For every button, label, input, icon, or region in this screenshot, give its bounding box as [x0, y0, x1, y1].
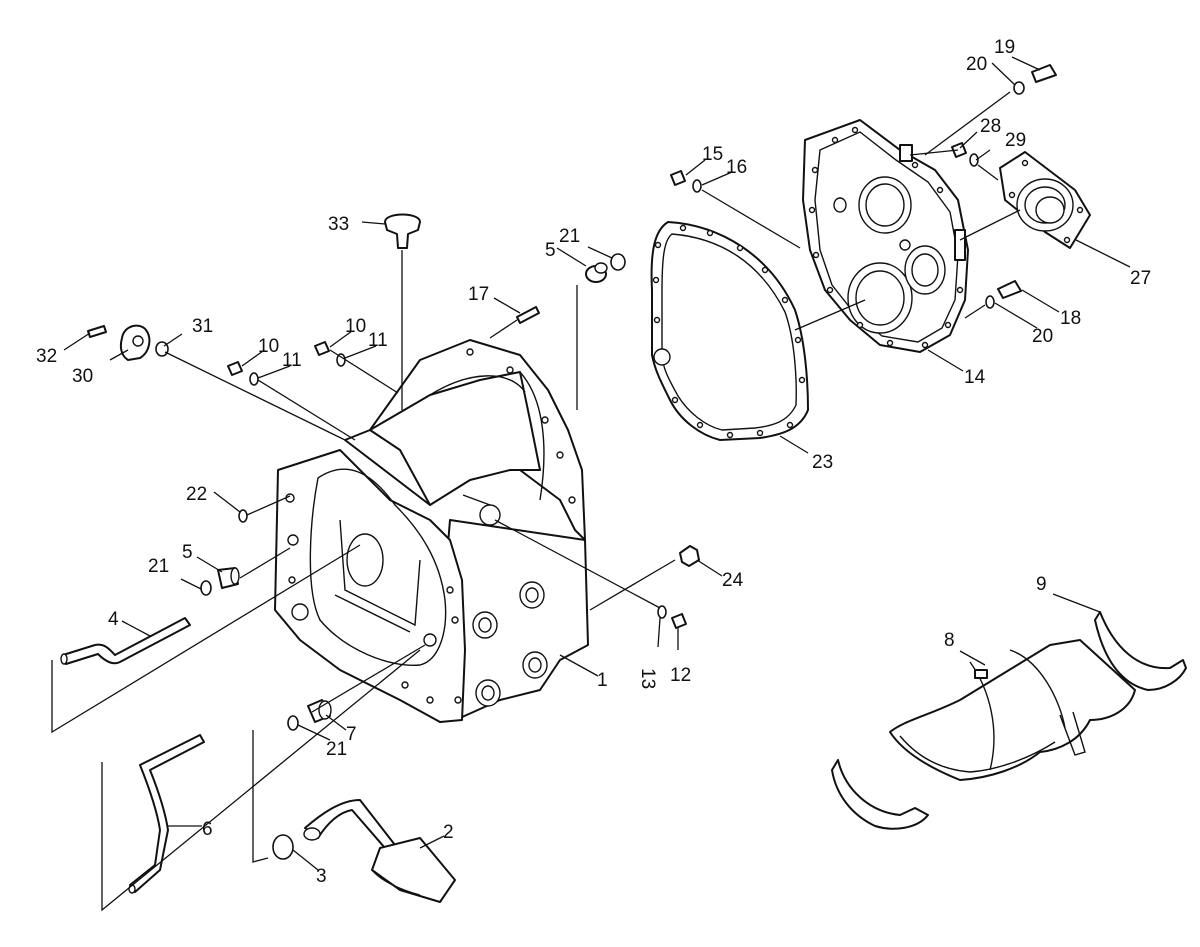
callout-28: 28: [980, 116, 1001, 137]
callout-16: 16: [726, 157, 747, 178]
callout-20-bottom: 20: [1032, 326, 1053, 347]
callout-22: 22: [186, 484, 207, 505]
callout-32: 32: [36, 346, 57, 367]
bolt-part-10-left: [227, 361, 243, 376]
callout-6: 6: [202, 819, 213, 840]
oring-part-21-bottom: [287, 715, 299, 731]
tube-part-4: [60, 617, 191, 665]
washer-part-20-top: [1013, 81, 1025, 95]
half-shell-part-8: [889, 639, 1136, 781]
callout-11-left: 11: [282, 350, 302, 371]
cover-part-14: [802, 119, 969, 353]
bracket-part-30: [119, 324, 151, 361]
callout-23: 23: [812, 452, 833, 473]
bolt-part-10-right: [314, 341, 330, 356]
callout-15: 15: [702, 144, 723, 165]
callout-13: 13: [637, 668, 658, 689]
housing-part-1: [274, 339, 589, 723]
callout-17: 17: [468, 284, 489, 305]
pipe-part-2: [303, 799, 456, 903]
callout-30: 30: [72, 366, 93, 387]
oring-part-29: [969, 153, 979, 167]
callout-4: 4: [108, 609, 119, 630]
callout-7: 7: [346, 724, 357, 745]
callout-27: 27: [1130, 268, 1151, 289]
oring-part-21-left: [200, 580, 212, 596]
leader-lines: [51, 56, 1131, 912]
bolt-part-19: [1031, 64, 1057, 83]
oring-part-3: [272, 834, 294, 860]
plug-part-33: [384, 213, 421, 249]
callout-5-left: 5: [182, 542, 193, 563]
callout-10-left: 10: [258, 336, 279, 357]
callout-5-top: 5: [545, 240, 556, 261]
callout-21-top: 21: [559, 226, 580, 247]
oring-part-21-top: [610, 253, 626, 271]
cap-part-27: [999, 151, 1091, 249]
callout-18: 18: [1060, 308, 1081, 329]
oring-part-11-left: [249, 372, 259, 386]
callout-3: 3: [316, 866, 327, 887]
callout-21-left: 21: [148, 556, 169, 577]
plug-part-24: [679, 545, 700, 567]
callout-29: 29: [1005, 130, 1026, 151]
bolt-part-15: [670, 170, 686, 186]
callout-10-right: 10: [345, 316, 366, 337]
oring-part-31: [155, 341, 169, 357]
bushing-part-5-left: [217, 567, 240, 589]
callout-14: 14: [964, 367, 986, 388]
washer-part-20-bottom: [985, 295, 995, 309]
gasket-part-23: [650, 221, 809, 441]
washer-part-16: [692, 179, 702, 193]
callout-12: 12: [670, 665, 691, 686]
oring-part-22: [238, 509, 248, 523]
callout-21-bottom: 21: [326, 739, 347, 760]
callout-8: 8: [944, 630, 955, 651]
bushing-part-5-top: [585, 262, 608, 283]
pin-part-17: [516, 306, 540, 324]
callout-31: 31: [192, 316, 213, 337]
callout-19: 19: [994, 37, 1015, 58]
half-shell-part-9-top: [1094, 611, 1187, 691]
callout-9: 9: [1036, 574, 1047, 595]
callout-24: 24: [722, 570, 744, 591]
bolt-part-32: [87, 325, 107, 338]
callout-20-top: 20: [966, 54, 987, 75]
half-shell-part-9-bottom: [831, 759, 929, 830]
callout-labels: 1 2 3 4 5 5 6 7 8 9 10 10 11 11 12 13 14…: [36, 37, 1151, 887]
plug-part-12: [671, 613, 687, 629]
callout-33: 33: [328, 214, 349, 235]
callout-11-right: 11: [368, 330, 388, 351]
oring-part-13: [657, 605, 667, 619]
tube-part-6: [128, 734, 205, 894]
callout-1: 1: [597, 670, 608, 691]
bolt-part-18: [997, 280, 1022, 299]
callout-2: 2: [443, 822, 454, 843]
bushing-part-7: [307, 699, 332, 723]
